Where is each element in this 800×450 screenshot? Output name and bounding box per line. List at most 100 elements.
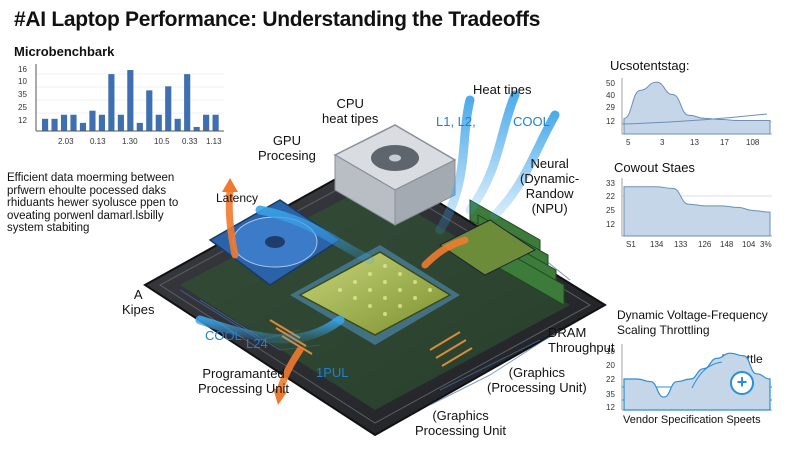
- cool-airflow-arrow: [255, 205, 375, 265]
- dv-ytick: 10: [606, 347, 615, 356]
- cool-label-top: COOL: [513, 114, 550, 129]
- page-title: #AI Laptop Performance: Understanding th…: [14, 8, 541, 31]
- pw-ytick: 33: [606, 179, 615, 188]
- ipul-label: 1PUL: [316, 365, 349, 380]
- heat-airflow-arrow: [421, 236, 469, 269]
- cpu-label-sub: heat tipes: [322, 111, 379, 126]
- graphics-label-bottom: (Graphics: [432, 408, 489, 423]
- microbench-bar: [117, 114, 124, 131]
- cool-airflow-arrow: [465, 90, 520, 215]
- microbench-bar: [127, 70, 134, 131]
- pw-xtick: 126: [698, 240, 712, 249]
- cool-airflow-arrow: [490, 110, 560, 220]
- thermal-title: Ucsotentstag:: [610, 58, 690, 73]
- microbench-bar: [79, 122, 87, 131]
- power-title: Cowout Staes: [614, 160, 695, 175]
- microbench-bar: [136, 122, 143, 131]
- microbench-bar: [98, 114, 105, 131]
- cache-label: L1, L2,: [436, 114, 476, 129]
- graphics-label-bottom-sub: Processing Unit: [415, 423, 507, 438]
- heat-airflow-arrow: [276, 346, 304, 394]
- microbench-bar: [203, 114, 210, 131]
- th-ytick: 40: [606, 91, 615, 100]
- th-ytick: 29: [606, 103, 615, 112]
- gpu-label-sub: Procesing: [258, 148, 316, 163]
- microbench-bar: [212, 114, 219, 131]
- pw-xtick: S1: [626, 240, 636, 249]
- soc-board-illustration: [143, 90, 607, 437]
- neural-label-sub: Randow: [525, 186, 574, 201]
- dv-ytick: 22: [606, 375, 615, 384]
- kipes-label: Kipes: [122, 302, 155, 317]
- description-line: oveating porwenl damarl.lsbilly: [7, 209, 164, 222]
- neural-label: Neural: [530, 156, 569, 171]
- thermal-line: [621, 113, 768, 125]
- th-ytick: 50: [606, 79, 615, 88]
- graphics-label-right: (Graphics: [508, 365, 566, 380]
- microbench-chart: 16 10 35 25 12 2.03 0.13 1.30 10.5 0.33 …: [18, 64, 224, 146]
- power-chart: 33 22 25 12 S1 134 133 126 148 104 3%: [606, 178, 772, 249]
- mb-ytick: 25: [18, 103, 27, 112]
- dv-ytick: 35: [606, 390, 615, 399]
- neural-label-sub: (Dynamic-: [520, 171, 580, 186]
- pw-xtick: 133: [674, 240, 688, 249]
- mb-xtick: 1.13: [206, 137, 222, 146]
- dram-label: DRAM: [548, 325, 587, 340]
- microbench-bar: [174, 118, 181, 131]
- dvfs-chart: 10 20 22 35 12: [606, 344, 772, 412]
- th-xtick: 3: [660, 138, 665, 147]
- neural-label-sub: (NPU): [531, 201, 568, 216]
- microbench-bar: [89, 110, 96, 131]
- mb-xtick: 0.33: [182, 137, 198, 146]
- dvfs-subtitle: Scaling Throttling: [617, 323, 710, 337]
- cool-label-left: COOL: [205, 328, 242, 343]
- latency-label: Latency: [216, 191, 259, 205]
- graphics-label-right-sub: (Processing Unit): [487, 380, 587, 395]
- microbench-bar: [60, 114, 68, 131]
- mb-xtick: 1.30: [122, 137, 138, 146]
- microbench-bar: [184, 74, 191, 131]
- th-xtick: 13: [690, 138, 699, 147]
- mb-ytick: 10: [18, 77, 27, 86]
- dv-ytick: 12: [606, 403, 615, 412]
- dvfs-title: Dynamic Voltage-Frequency: [617, 308, 768, 322]
- description-line: prfwern ehoulte pocessed daks: [7, 184, 167, 197]
- microbench-bar: [193, 126, 200, 131]
- microbench-bar: [108, 74, 115, 131]
- description-line: Efficient data moerming between: [7, 172, 175, 184]
- microbench-bar: [155, 114, 162, 131]
- cool-airflow-arrow: [435, 95, 475, 235]
- programmed-label: Programanted: [202, 366, 285, 381]
- microbench-title: Microbenchbark: [14, 44, 115, 59]
- pw-xtick: 148: [720, 240, 734, 249]
- mb-xtick: 0.13: [90, 137, 106, 146]
- pw-ytick: 25: [606, 206, 615, 215]
- mb-ytick: 12: [18, 116, 27, 125]
- mb-ytick: 16: [18, 65, 27, 74]
- throttle-pointer: [691, 361, 723, 389]
- pw-ytick: 22: [606, 192, 615, 201]
- main-chip: [298, 251, 452, 336]
- mb-ytick: 35: [18, 90, 27, 99]
- description-line: rhiduants hewer syolusce ppen to: [7, 197, 179, 209]
- microbench-bar: [165, 86, 172, 131]
- gpu-label: GPU: [272, 133, 301, 148]
- add-icon: +: [730, 371, 754, 395]
- cool-airflow-arrow: [195, 315, 345, 344]
- microbench-bar: [70, 114, 77, 131]
- thermal-chart: 50 40 29 12 5 3 13 17 108: [606, 78, 772, 147]
- dv-ytick: 20: [606, 361, 615, 370]
- th-xtick: 108: [746, 138, 760, 147]
- mb-xtick: 2.03: [58, 137, 74, 146]
- l24-label: L24: [246, 336, 268, 351]
- mb-xtick: 10.5: [154, 137, 170, 146]
- heat-tipes-label: Heat tipes: [473, 82, 532, 97]
- pw-xtick: 104: [742, 240, 756, 249]
- description-line: system stabiting: [7, 222, 90, 234]
- thermal-area: [623, 81, 771, 135]
- a-label: A: [133, 287, 143, 302]
- pw-xtick: 3%: [760, 240, 772, 249]
- cpu-label: CPU: [336, 96, 364, 111]
- dvfs-area: [623, 352, 771, 411]
- th-xtick: 17: [720, 138, 729, 147]
